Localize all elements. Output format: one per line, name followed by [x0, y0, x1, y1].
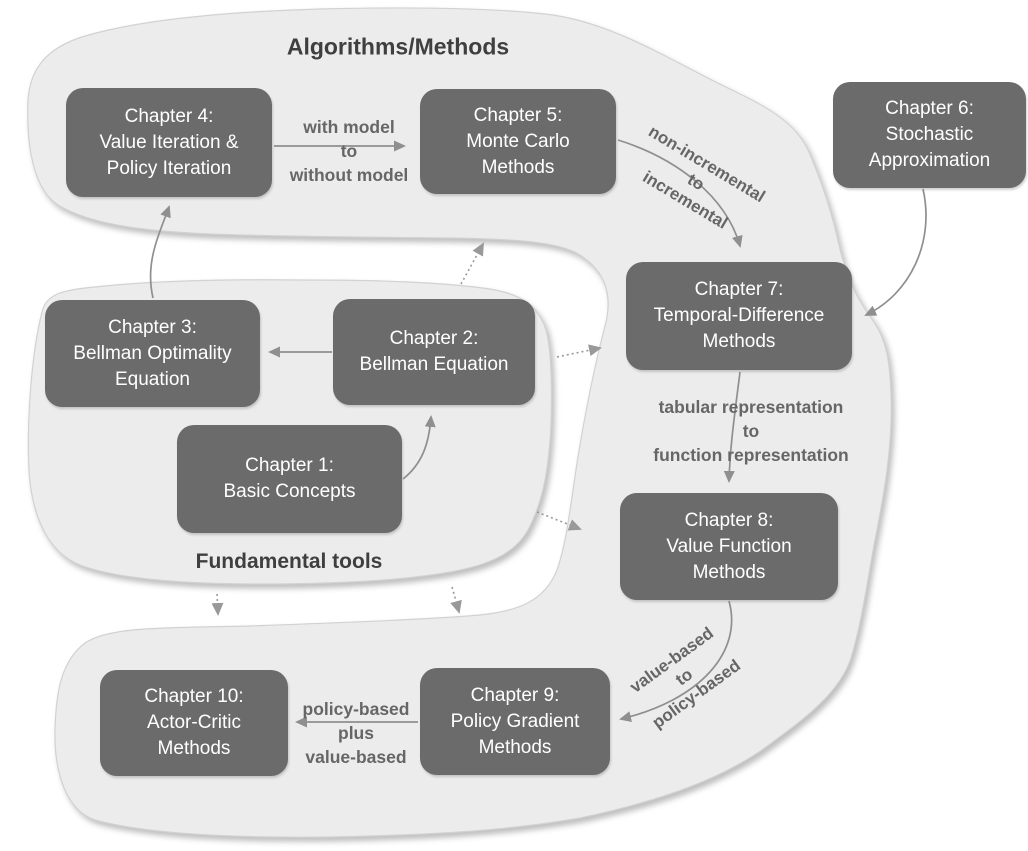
edge-label-tabular-representation: tabular representation to function repre…	[653, 397, 849, 465]
arrow-ch3-to-ch4	[149, 205, 171, 299]
solid-arrows	[149, 139, 927, 728]
chapter-2-box: Chapter 2: Bellman Equation	[333, 299, 535, 405]
arrow-ch5-to-ch7	[617, 139, 743, 248]
chapter-1-box: Chapter 1: Basic Concepts	[177, 425, 402, 533]
arrow-ch8-to-ch9	[619, 600, 733, 723]
chapter-6-box: Chapter 6: Stochastic Approximation	[833, 82, 1026, 188]
dotted-arrow-fundamental-to-top	[460, 242, 484, 285]
chapter-4-box: Chapter 4: Value Iteration & Policy Iter…	[66, 88, 272, 197]
dotted-arrow-ch2-to-ch7	[556, 344, 602, 358]
algorithms-region-title: Algorithms/Methods	[286, 33, 510, 60]
fundamental-tools-title: Fundamental tools	[195, 550, 383, 573]
chapter-5-box: Chapter 5: Monte Carlo Methods	[420, 89, 616, 194]
dotted-arrow-fundamental-to-ch10	[211, 593, 224, 616]
edge-label-policy-based-plus: policy-based plus value-based	[302, 699, 410, 767]
algorithms-region-blob	[27, 7, 892, 838]
dotted-arrow-fundamental-to-ch9	[450, 586, 462, 614]
arrow-ch6-to-ch7	[864, 188, 927, 316]
chapter-3-box: Chapter 3: Bellman Optimality Equation	[45, 300, 260, 407]
dotted-arrows	[211, 242, 602, 616]
chapter-8-box: Chapter 8: Value Function Methods	[620, 493, 838, 600]
chapter-7-box: Chapter 7: Temporal-Difference Methods	[626, 262, 852, 370]
chapter-10-box: Chapter 10: Actor-Critic Methods	[100, 670, 288, 776]
chapter-9-box: Chapter 9: Policy Gradient Methods	[420, 668, 610, 775]
arrow-ch1-to-ch2	[402, 415, 436, 480]
edge-label-with-model: with model to without model	[289, 117, 409, 185]
arrow-ch7-to-ch8	[723, 371, 741, 483]
